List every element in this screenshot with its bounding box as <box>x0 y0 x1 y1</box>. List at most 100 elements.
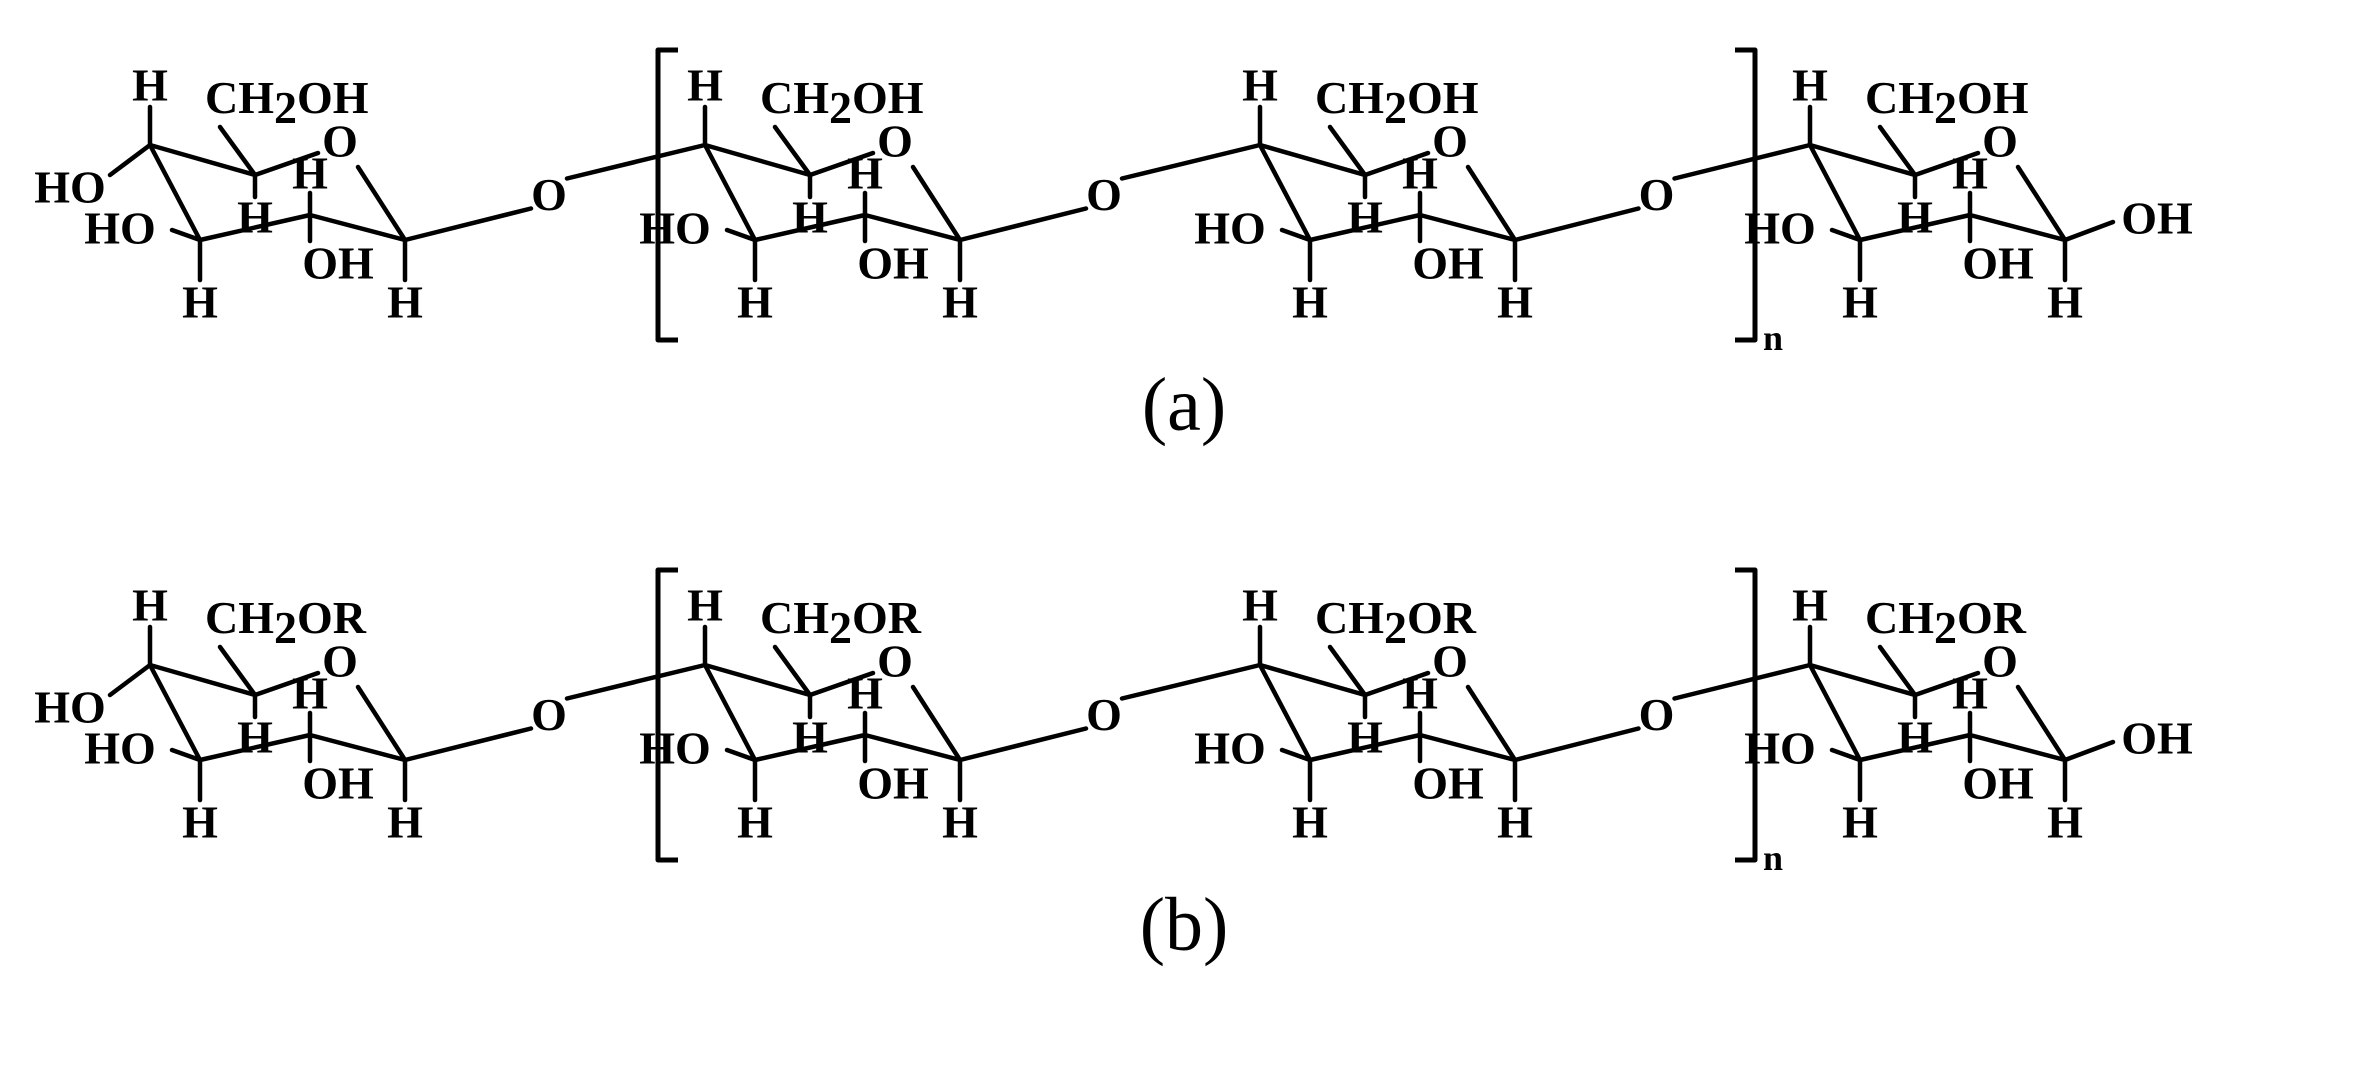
sugar-unit-2-c5-hydrogen: H <box>792 192 828 243</box>
sugar-unit-1-bond-c2-c3 <box>197 732 313 763</box>
sugar-unit-4-bond-c1-oh <box>2062 219 2116 243</box>
sugar-unit-1-c2-hydrogen: H <box>292 148 328 199</box>
sugar-unit-1-bond-c1-c2 <box>307 732 408 763</box>
sugar-unit-1-bond-c5-o5 <box>252 670 321 698</box>
sugar-unit-2-c3-hydrogen: H <box>737 277 773 328</box>
sugar-unit-2-bond-c5-side <box>772 644 813 698</box>
sugar-unit-2-c5-hydrogen: H <box>792 712 828 763</box>
sugar-unit-4-bond-c3-c4 <box>1807 662 1863 763</box>
sugar-unit-2-bond-o5-c1 <box>910 684 963 763</box>
glycosidic-bond-1-right <box>564 662 708 701</box>
sugar-unit-2-c1-hydrogen: H <box>942 797 978 848</box>
sugar-unit-3-bond-c4-c5 <box>1257 142 1368 178</box>
sugar-unit-3-bond-o5-c1 <box>1465 164 1518 243</box>
sugar-unit-1-bond-o5-c1 <box>355 164 408 243</box>
sugar-unit-2-bond-c3-c4 <box>702 662 758 763</box>
sugar-unit-3-bond-c2-c3 <box>1307 732 1423 763</box>
repeat-bracket-left <box>655 47 678 343</box>
sugar-unit-2-c2-hydroxyl: OH <box>857 238 929 289</box>
sugar-unit-1-bond-c4-c5 <box>147 662 258 698</box>
side-group-tail: OR <box>1407 592 1477 643</box>
sugar-unit-1-c1-hydrogen: H <box>387 277 423 328</box>
side-group-subscript: 2 <box>274 82 297 133</box>
glycosidic-bond-2-left <box>957 206 1089 243</box>
sugar-unit-1-bond-c5-side <box>217 124 258 178</box>
sugar-unit-3-side-group: CH2OH <box>1315 72 1479 133</box>
sugar-unit-1-c2-hydroxyl: OH <box>302 238 374 289</box>
sugar-unit-1-bond-c2-c3 <box>197 212 313 243</box>
sugar-unit-1-c4-hydroxyl: HO <box>34 682 106 733</box>
sugar-unit-2-c3-hydroxyl: HO <box>639 203 711 254</box>
glycosidic-oxygen-2: O <box>1086 169 1122 220</box>
sugar-unit-4-ring-oxygen: O <box>1982 116 2018 167</box>
sugar-unit-4-c1-hydroxyl: OH <box>2121 193 2193 244</box>
sugar-unit-1-c2-hydrogen: H <box>292 668 328 719</box>
sugar-unit-4-c4-hydrogen: H <box>1792 60 1828 111</box>
sugar-unit-4-bond-c3-oh <box>1829 747 1863 763</box>
sugar-unit-3-c3-hydroxyl: HO <box>1194 723 1266 774</box>
side-group-subscript: 2 <box>829 602 852 653</box>
sugar-unit-4-c1-hydrogen: H <box>2047 797 2083 848</box>
sugar-unit-4-bond-c4-c5 <box>1807 662 1918 698</box>
repeat-subscript-n: n <box>1763 318 1783 358</box>
sugar-unit-4-bond-c4-c5 <box>1807 142 1918 178</box>
sugar-unit-1-c4-hydrogen: H <box>132 60 168 111</box>
side-group-subscript: 2 <box>829 82 852 133</box>
side-group-ch: CH <box>760 592 829 643</box>
panel-caption: (b) <box>1140 883 1229 967</box>
sugar-unit-1-ring-oxygen: O <box>322 636 358 687</box>
sugar-unit-2-bond-c2-c3 <box>752 212 868 243</box>
sugar-unit-2-bond-c1-c2 <box>862 212 963 243</box>
sugar-unit-4-bond-c5-side <box>1877 644 1918 698</box>
sugar-unit-2-ring-oxygen: O <box>877 636 913 687</box>
sugar-unit-4-bond-o5-c1 <box>2015 684 2068 763</box>
side-group-tail: OH <box>297 72 369 123</box>
sugar-unit-1-bond-c4-oh <box>107 662 153 698</box>
side-group-subscript: 2 <box>1384 82 1407 133</box>
side-group-subscript: 2 <box>1934 602 1957 653</box>
side-group-tail: OH <box>1407 72 1479 123</box>
sugar-unit-3-bond-c4-c5 <box>1257 662 1368 698</box>
sugar-unit-2-c4-hydrogen: H <box>687 60 723 111</box>
sugar-unit-3-ring-oxygen: O <box>1432 636 1468 687</box>
sugar-unit-4-c2-hydroxyl: OH <box>1962 238 2034 289</box>
sugar-unit-3-bond-c5-side <box>1327 644 1368 698</box>
glycosidic-bond-1-right <box>564 142 708 181</box>
sugar-unit-4-side-group: CH2OH <box>1865 72 2029 133</box>
sugar-unit-4-bond-c5-side <box>1877 124 1918 178</box>
glycosidic-oxygen-1: O <box>531 689 567 740</box>
sugar-unit-1-bond-o5-c1 <box>355 684 408 763</box>
sugar-unit-2-ring-oxygen: O <box>877 116 913 167</box>
side-group-tail: OR <box>297 592 367 643</box>
sugar-unit-1-c4-hydroxyl: HO <box>34 162 106 213</box>
sugar-unit-3-c3-hydrogen: H <box>1292 797 1328 848</box>
sugar-unit-3-c3-hydrogen: H <box>1292 277 1328 328</box>
side-group-tail: OR <box>1957 592 2027 643</box>
sugar-unit-4-c2-hydroxyl: OH <box>1962 758 2034 809</box>
glycosidic-bond-2-right <box>1119 142 1263 181</box>
sugar-unit-3-c2-hydrogen: H <box>1402 668 1438 719</box>
sugar-unit-1-ring-oxygen: O <box>322 116 358 167</box>
sugar-unit-1-c3-hydrogen: H <box>182 797 218 848</box>
sugar-unit-2-bond-c4-c5 <box>702 662 813 698</box>
sugar-unit-1-c1-hydrogen: H <box>387 797 423 848</box>
glycosidic-oxygen-3: O <box>1639 689 1675 740</box>
repeat-subscript-n: n <box>1763 838 1783 878</box>
sugar-unit-4-c2-hydrogen: H <box>1952 668 1988 719</box>
sugar-unit-1-side-group: CH2OR <box>205 592 367 653</box>
sugar-unit-3-bond-c5-side <box>1327 124 1368 178</box>
sugar-unit-2-side-group: CH2OH <box>760 72 924 133</box>
glycosidic-bond-2-left <box>957 726 1089 763</box>
sugar-unit-2-c2-hydroxyl: OH <box>857 758 929 809</box>
side-group-ch: CH <box>760 72 829 123</box>
side-group-tail: OH <box>852 72 924 123</box>
sugar-unit-2-bond-o5-c1 <box>910 164 963 243</box>
sugar-unit-3-bond-c3-oh <box>1279 747 1313 763</box>
sugar-unit-1-c4-hydrogen: H <box>132 580 168 631</box>
sugar-unit-4-bond-c2-c3 <box>1857 212 1973 243</box>
sugar-unit-1-bond-c3-c4 <box>147 662 203 763</box>
side-group-ch: CH <box>1315 72 1384 123</box>
sugar-unit-4-bond-c3-oh <box>1829 227 1863 243</box>
